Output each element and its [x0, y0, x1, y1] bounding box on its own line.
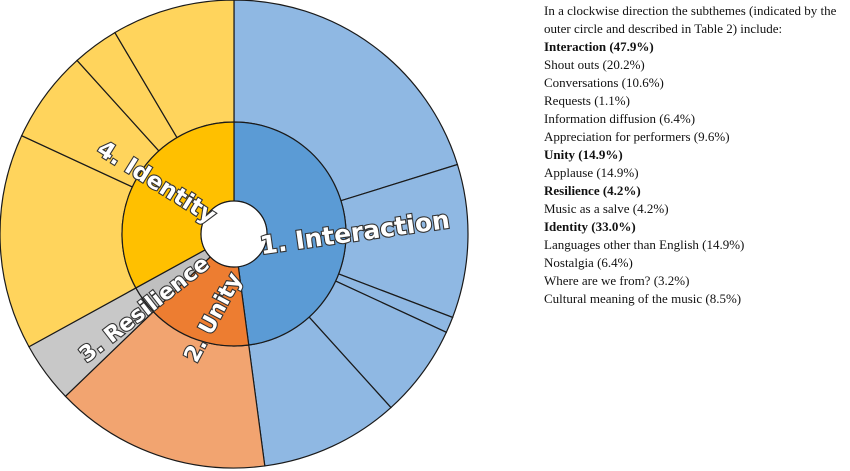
center-hole — [200, 200, 268, 268]
legend-theme-heading: Identity (33.0%) — [544, 219, 636, 234]
legend-subtheme-item: Appreciation for performers (9.6%) — [544, 129, 730, 144]
legend-theme-heading: Unity (14.9%) — [544, 147, 623, 162]
legend-subtheme-item: Where are we from? (3.2%) — [544, 273, 690, 288]
legend-subtheme-item: Conversations (10.6%) — [544, 75, 664, 90]
legend-theme-heading: Interaction (47.9%) — [544, 39, 654, 54]
legend-lines: Interaction (47.9%) Shout outs (20.2%) Con… — [544, 38, 844, 308]
legend-subtheme-item: Music as a salve (4.2%) — [544, 201, 669, 216]
legend-subtheme-item: Nostalgia (6.4%) — [544, 255, 633, 270]
legend-intro: In a clockwise direction the subthemes (… — [544, 3, 837, 36]
subtheme-legend: In a clockwise direction the subthemes (… — [544, 2, 844, 308]
legend-subtheme-item: Cultural meaning of the music (8.5%) — [544, 291, 742, 306]
inner-ring — [121, 121, 347, 347]
legend-subtheme-item: Applause (14.9%) — [544, 165, 639, 180]
legend-subtheme-item: Languages other than English (14.9%) — [544, 237, 745, 252]
outer-ring — [0, 0, 469, 469]
legend-subtheme-item: Shout outs (20.2%) — [544, 57, 645, 72]
legend-subtheme-item: Requests (1.1%) — [544, 93, 630, 108]
legend-subtheme-item: Information diffusion (6.4%) — [544, 111, 696, 126]
legend-theme-heading: Resilience (4.2%) — [544, 183, 641, 198]
